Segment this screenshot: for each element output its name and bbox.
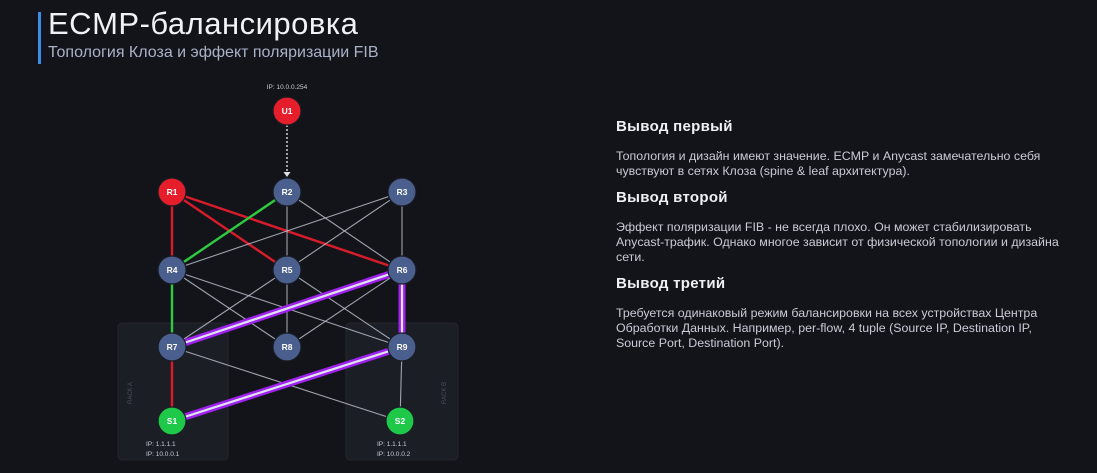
node-r4-label: R4 xyxy=(167,265,178,275)
node-r8: R8 xyxy=(272,332,302,362)
node-r4-circle xyxy=(157,255,187,285)
edge-r3-r5 xyxy=(286,191,403,271)
slide-title: ECMP-балансировка xyxy=(48,6,359,41)
edge-r6-r7 xyxy=(170,268,404,349)
node-s2-circle xyxy=(385,406,415,436)
node-r2-circle xyxy=(272,177,302,207)
node-r3-circle xyxy=(387,177,417,207)
edges-layer xyxy=(168,125,406,425)
node-r8-circle xyxy=(272,332,302,362)
edge-r5-r7 xyxy=(171,269,288,348)
arrowhead-icon xyxy=(283,172,291,177)
s2-ip-label-2: IP: 10.0.0.2 xyxy=(377,451,411,458)
conclusions-panel: Вывод первый Топология и дизайн имеют зн… xyxy=(616,118,1066,361)
node-r9-label: R9 xyxy=(397,342,408,352)
node-r3-label: R3 xyxy=(397,187,408,197)
s1-ip-label-1: IP: 1.1.1.1 xyxy=(146,441,176,448)
note-2-heading: Вывод второй xyxy=(616,189,728,206)
node-s1-label: S1 xyxy=(167,416,178,426)
note-1-heading: Вывод первый xyxy=(616,118,733,135)
node-r5-label: R5 xyxy=(282,265,293,275)
note-3-body: Требуется одинаковый режим балансировки … xyxy=(616,306,1038,350)
node-r6: R6 xyxy=(387,255,417,285)
node-r5-circle xyxy=(272,255,302,285)
node-r3: R3 xyxy=(387,177,417,207)
s1-ip-label-2: IP: 10.0.0.1 xyxy=(146,451,180,458)
node-r4: R4 xyxy=(157,255,187,285)
edge-r3-r4 xyxy=(171,191,403,271)
node-r7: R7 xyxy=(157,332,187,362)
node-r9-circle xyxy=(387,332,417,362)
node-s2: S2 xyxy=(385,406,415,436)
u1-ip-label: IP: 10.0.0.254 xyxy=(267,84,308,91)
node-u1-circle xyxy=(272,96,302,126)
title-accent-bar xyxy=(38,12,41,64)
edge-r2-r4 xyxy=(171,191,288,271)
node-r1-label: R1 xyxy=(167,187,178,197)
node-r6-label: R6 xyxy=(397,265,408,275)
rack-a-label: RACK A xyxy=(128,382,134,404)
node-s2-label: S2 xyxy=(395,416,406,426)
node-r9: R9 xyxy=(387,332,417,362)
s2-ip-label-1: IP: 1.1.1.1 xyxy=(377,441,407,448)
note-2-body: Эффект поляризации FIB - не всегда плохо… xyxy=(616,220,1059,264)
slide-subtitle: Топология Клоза и эффект поляризации FIB xyxy=(48,44,379,61)
node-r1: R1 xyxy=(157,177,187,207)
node-r7-label: R7 xyxy=(167,342,178,352)
node-u1-label: U1 xyxy=(282,106,293,116)
edge-r6-r8 xyxy=(286,269,403,348)
node-r1-circle xyxy=(157,177,187,207)
node-u1: U1 xyxy=(272,96,302,126)
edge-r9-s1 xyxy=(170,345,404,423)
node-r7-circle xyxy=(157,332,187,362)
node-r2-label: R2 xyxy=(282,187,293,197)
node-s1-circle xyxy=(157,406,187,436)
rack-b-label: RACK B xyxy=(442,382,448,404)
note-1-body: Топология и дизайн имеют значение. ECMP … xyxy=(616,149,1041,178)
node-r6-circle xyxy=(387,255,417,285)
node-r8-label: R8 xyxy=(282,342,293,352)
node-r5: R5 xyxy=(272,255,302,285)
node-r2: R2 xyxy=(272,177,302,207)
node-s1: S1 xyxy=(157,406,187,436)
note-3-heading: Вывод третий xyxy=(616,275,726,292)
